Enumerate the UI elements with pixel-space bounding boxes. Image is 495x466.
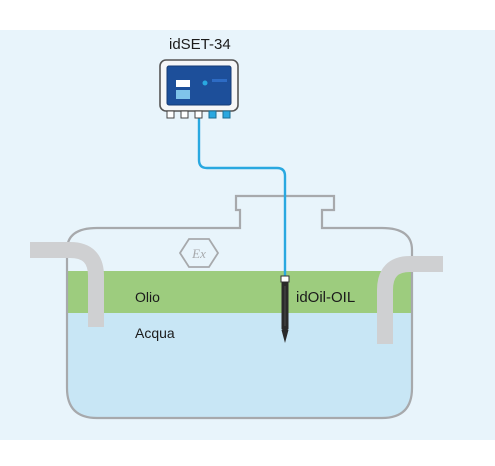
idoil-probe	[280, 275, 290, 343]
svg-text:Ex: Ex	[191, 246, 206, 261]
device-label: idSET-34	[169, 36, 231, 53]
outlet-pipe	[377, 256, 443, 344]
sensor-label: idOil-OIL	[296, 289, 356, 306]
oil-layer	[67, 271, 412, 313]
sensor-cable	[197, 116, 287, 276]
inlet-pipe	[30, 242, 104, 327]
water-layer	[67, 313, 412, 418]
oil-layer-label: Olio	[135, 289, 160, 305]
tank-outline	[65, 194, 414, 420]
water-layer-label: Acqua	[135, 325, 175, 341]
atex-ex-icon: Ex	[178, 238, 220, 268]
idset-controller-device	[159, 59, 239, 119]
